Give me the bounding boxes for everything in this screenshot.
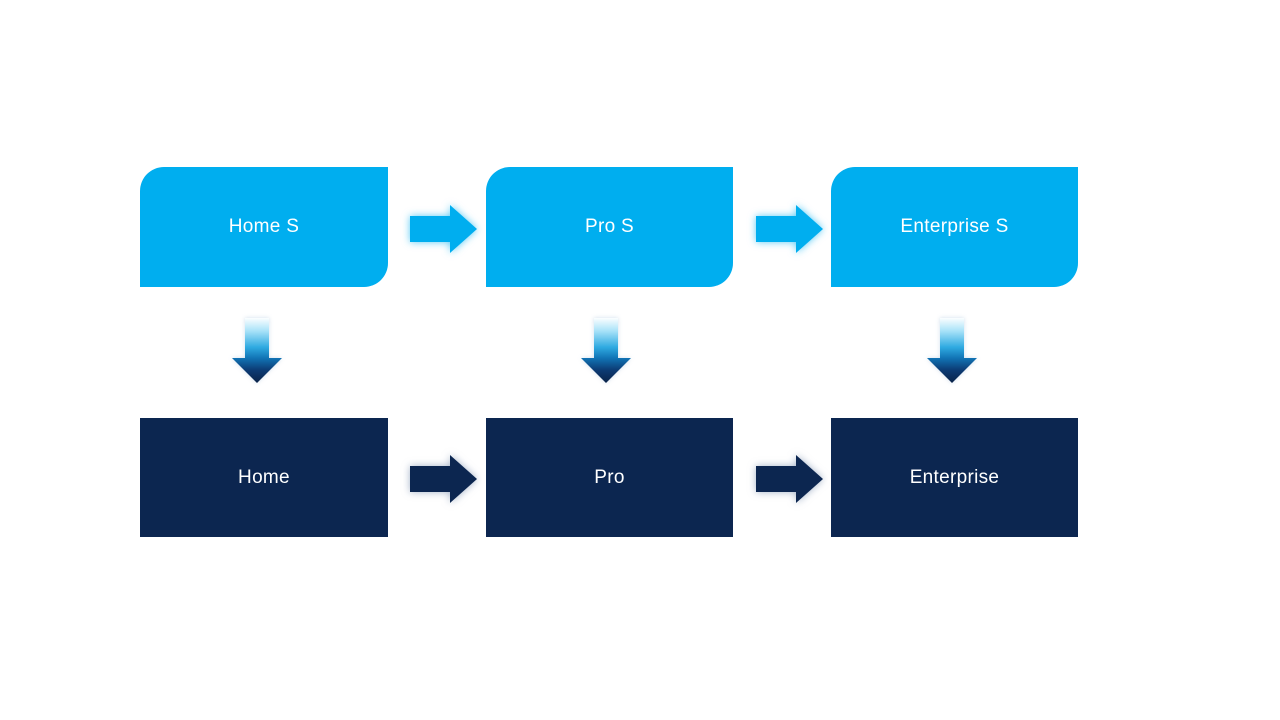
node-enterprise-s-label: Enterprise S (900, 216, 1009, 237)
right-arrow-icon (410, 205, 477, 253)
right-arrow-icon (410, 455, 477, 503)
node-enterprise: Enterprise (831, 418, 1078, 537)
right-arrow-icon (756, 455, 823, 503)
node-home-label: Home (238, 466, 290, 488)
down-arrow-icon (581, 318, 631, 383)
node-home-s-label: Home S (228, 216, 300, 237)
down-arrow-icon (927, 318, 977, 383)
right-arrow-icon (756, 205, 823, 253)
node-pro-label: Pro (594, 466, 625, 488)
node-home-s: Home S (140, 167, 388, 287)
node-pro-s-label: Pro S (584, 216, 635, 237)
node-enterprise-s: Enterprise S (831, 167, 1078, 287)
node-home: Home (140, 418, 388, 537)
node-pro: Pro (486, 418, 733, 537)
down-arrow-icon (232, 318, 282, 383)
node-pro-s: Pro S (486, 167, 733, 287)
node-enterprise-label: Enterprise (909, 466, 1000, 488)
